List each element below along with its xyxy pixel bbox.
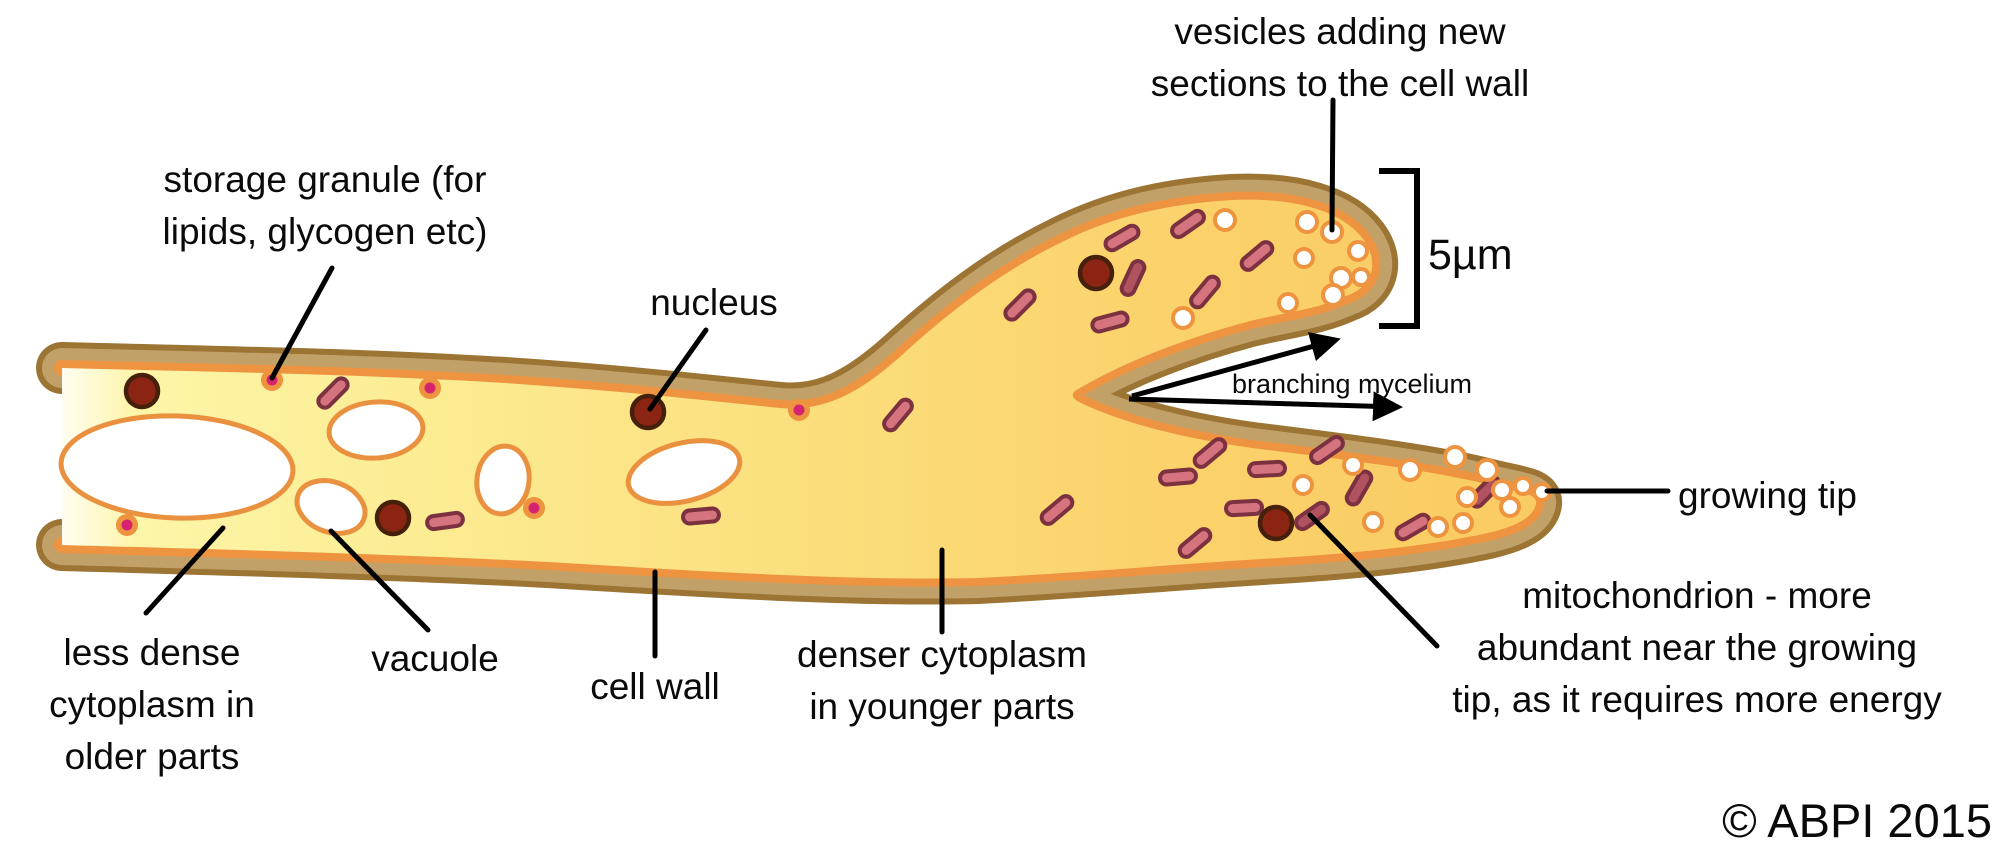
mitochondrion: [1344, 469, 1374, 507]
vesicle: [1292, 474, 1314, 496]
nucleus: [374, 499, 412, 537]
leader-storage-granule: [269, 265, 335, 381]
label-line: vesicles adding new: [1174, 11, 1506, 52]
vesicle: [1499, 496, 1521, 518]
vesicle: [1321, 283, 1345, 307]
mitochondrion: [1039, 494, 1075, 526]
mitochondrion-label: mitochondrion - more abundant near the g…: [1452, 570, 1941, 725]
label-line: growing tip: [1678, 475, 1857, 516]
vesicle: [1427, 516, 1449, 538]
vesicle: [1342, 454, 1364, 476]
growing-tip-label: growing tip: [1678, 470, 1857, 522]
label-line: lipids, glycogen etc): [162, 210, 488, 252]
mitochondrion: [1158, 467, 1198, 487]
vesicle: [1362, 511, 1384, 533]
storage-granule-core: [528, 502, 540, 514]
cell-wall-label: cell wall: [590, 661, 720, 713]
mitochondrion: [1309, 434, 1345, 466]
leader-nucleus: [647, 327, 709, 412]
mitochondrion: [1170, 208, 1206, 240]
mitochondrion: [681, 506, 721, 526]
organelles-group: [58, 208, 1552, 559]
mitochondrion: [1247, 459, 1287, 479]
nucleus: [1257, 504, 1295, 542]
label-line: less dense: [63, 632, 241, 673]
copyright-label: © ABPI 2015: [1722, 788, 1992, 854]
storage-granule-core: [121, 519, 133, 531]
mitochondrion: [1090, 310, 1130, 334]
vacuole: [294, 478, 368, 536]
vesicle: [1277, 292, 1299, 314]
mitochondrion: [1003, 288, 1037, 322]
vesicles-label: vesicles adding new sections to the cell…: [1151, 6, 1529, 110]
vesicle: [1513, 476, 1533, 496]
label-line: cell wall: [590, 666, 720, 707]
mitochondrion: [1189, 274, 1221, 310]
label-line: abundant near the growing: [1476, 626, 1918, 668]
leader-vacuole: [328, 528, 431, 633]
mitochondrion: [1192, 437, 1228, 469]
vacuole: [58, 413, 296, 521]
vesicle: [1398, 458, 1422, 482]
arrow-branch-lower: [1128, 391, 1403, 422]
mitochondrion: [1239, 240, 1275, 272]
label-line: in younger parts: [809, 685, 1075, 727]
scale-bracket: [1379, 168, 1420, 329]
storage-granule-core: [793, 404, 805, 416]
mitochondrion: [1394, 512, 1432, 542]
label-line: branching mycelium: [1231, 369, 1473, 399]
label-line: storage granule (for: [163, 159, 487, 200]
vacuole: [474, 443, 532, 517]
denser-cytoplasm-label: denser cytoplasm in younger parts: [797, 629, 1087, 733]
nucleus: [123, 372, 161, 410]
vesicle: [1213, 208, 1237, 232]
label-line: © ABPI 2015: [1722, 794, 1992, 847]
vesicle: [1452, 512, 1474, 534]
vesicle: [1347, 240, 1369, 262]
label-line: nucleus: [650, 282, 778, 323]
label-line: mitochondrion - more: [1522, 575, 1872, 616]
storage-granule-label: storage granule (for lipids, glycogen et…: [163, 154, 488, 258]
vesicle: [1295, 210, 1319, 234]
leader-less-dense: [143, 525, 226, 616]
nucleus: [1077, 254, 1115, 292]
label-line: vacuole: [371, 638, 499, 679]
vesicle: [1351, 267, 1371, 287]
mitochondrion: [425, 510, 465, 532]
vacuole: [625, 438, 743, 506]
vesicle: [1456, 486, 1478, 508]
label-line: cytoplasm in: [49, 683, 255, 725]
branching-mycelium-label: branching mycelium: [1232, 366, 1472, 404]
label-line: 5µm: [1428, 231, 1513, 279]
vesicle: [1171, 306, 1195, 330]
scale-label: 5µm: [1428, 225, 1513, 285]
label-line: sections to the cell wall: [1150, 62, 1530, 104]
less-dense-cytoplasm-label: less dense cytoplasm in older parts: [49, 627, 255, 782]
vacuole-label: vacuole: [371, 633, 499, 685]
mitochondrion: [1119, 259, 1147, 297]
leader-mitochondrion: [1307, 512, 1440, 649]
vacuole: [326, 399, 426, 461]
storage-granule-core: [424, 382, 436, 394]
mitochondrion: [1103, 223, 1141, 253]
nucleus: [629, 393, 667, 431]
mitochondrion: [1224, 498, 1264, 518]
vesicle: [1293, 247, 1315, 269]
leader-vesicles: [1329, 97, 1336, 233]
vesicle: [1475, 458, 1499, 482]
mitochondrion: [316, 376, 350, 410]
label-line: older parts: [64, 735, 240, 777]
vesicle: [1491, 479, 1513, 501]
vesicle: [1443, 445, 1467, 469]
mitochondrion: [1177, 527, 1213, 559]
nucleus-label: nucleus: [650, 277, 778, 329]
mitochondrion: [882, 397, 914, 433]
label-line: tip, as it requires more energy: [1452, 678, 1942, 720]
label-line: denser cytoplasm: [797, 634, 1087, 675]
arrow-branch-upper: [1131, 332, 1341, 399]
